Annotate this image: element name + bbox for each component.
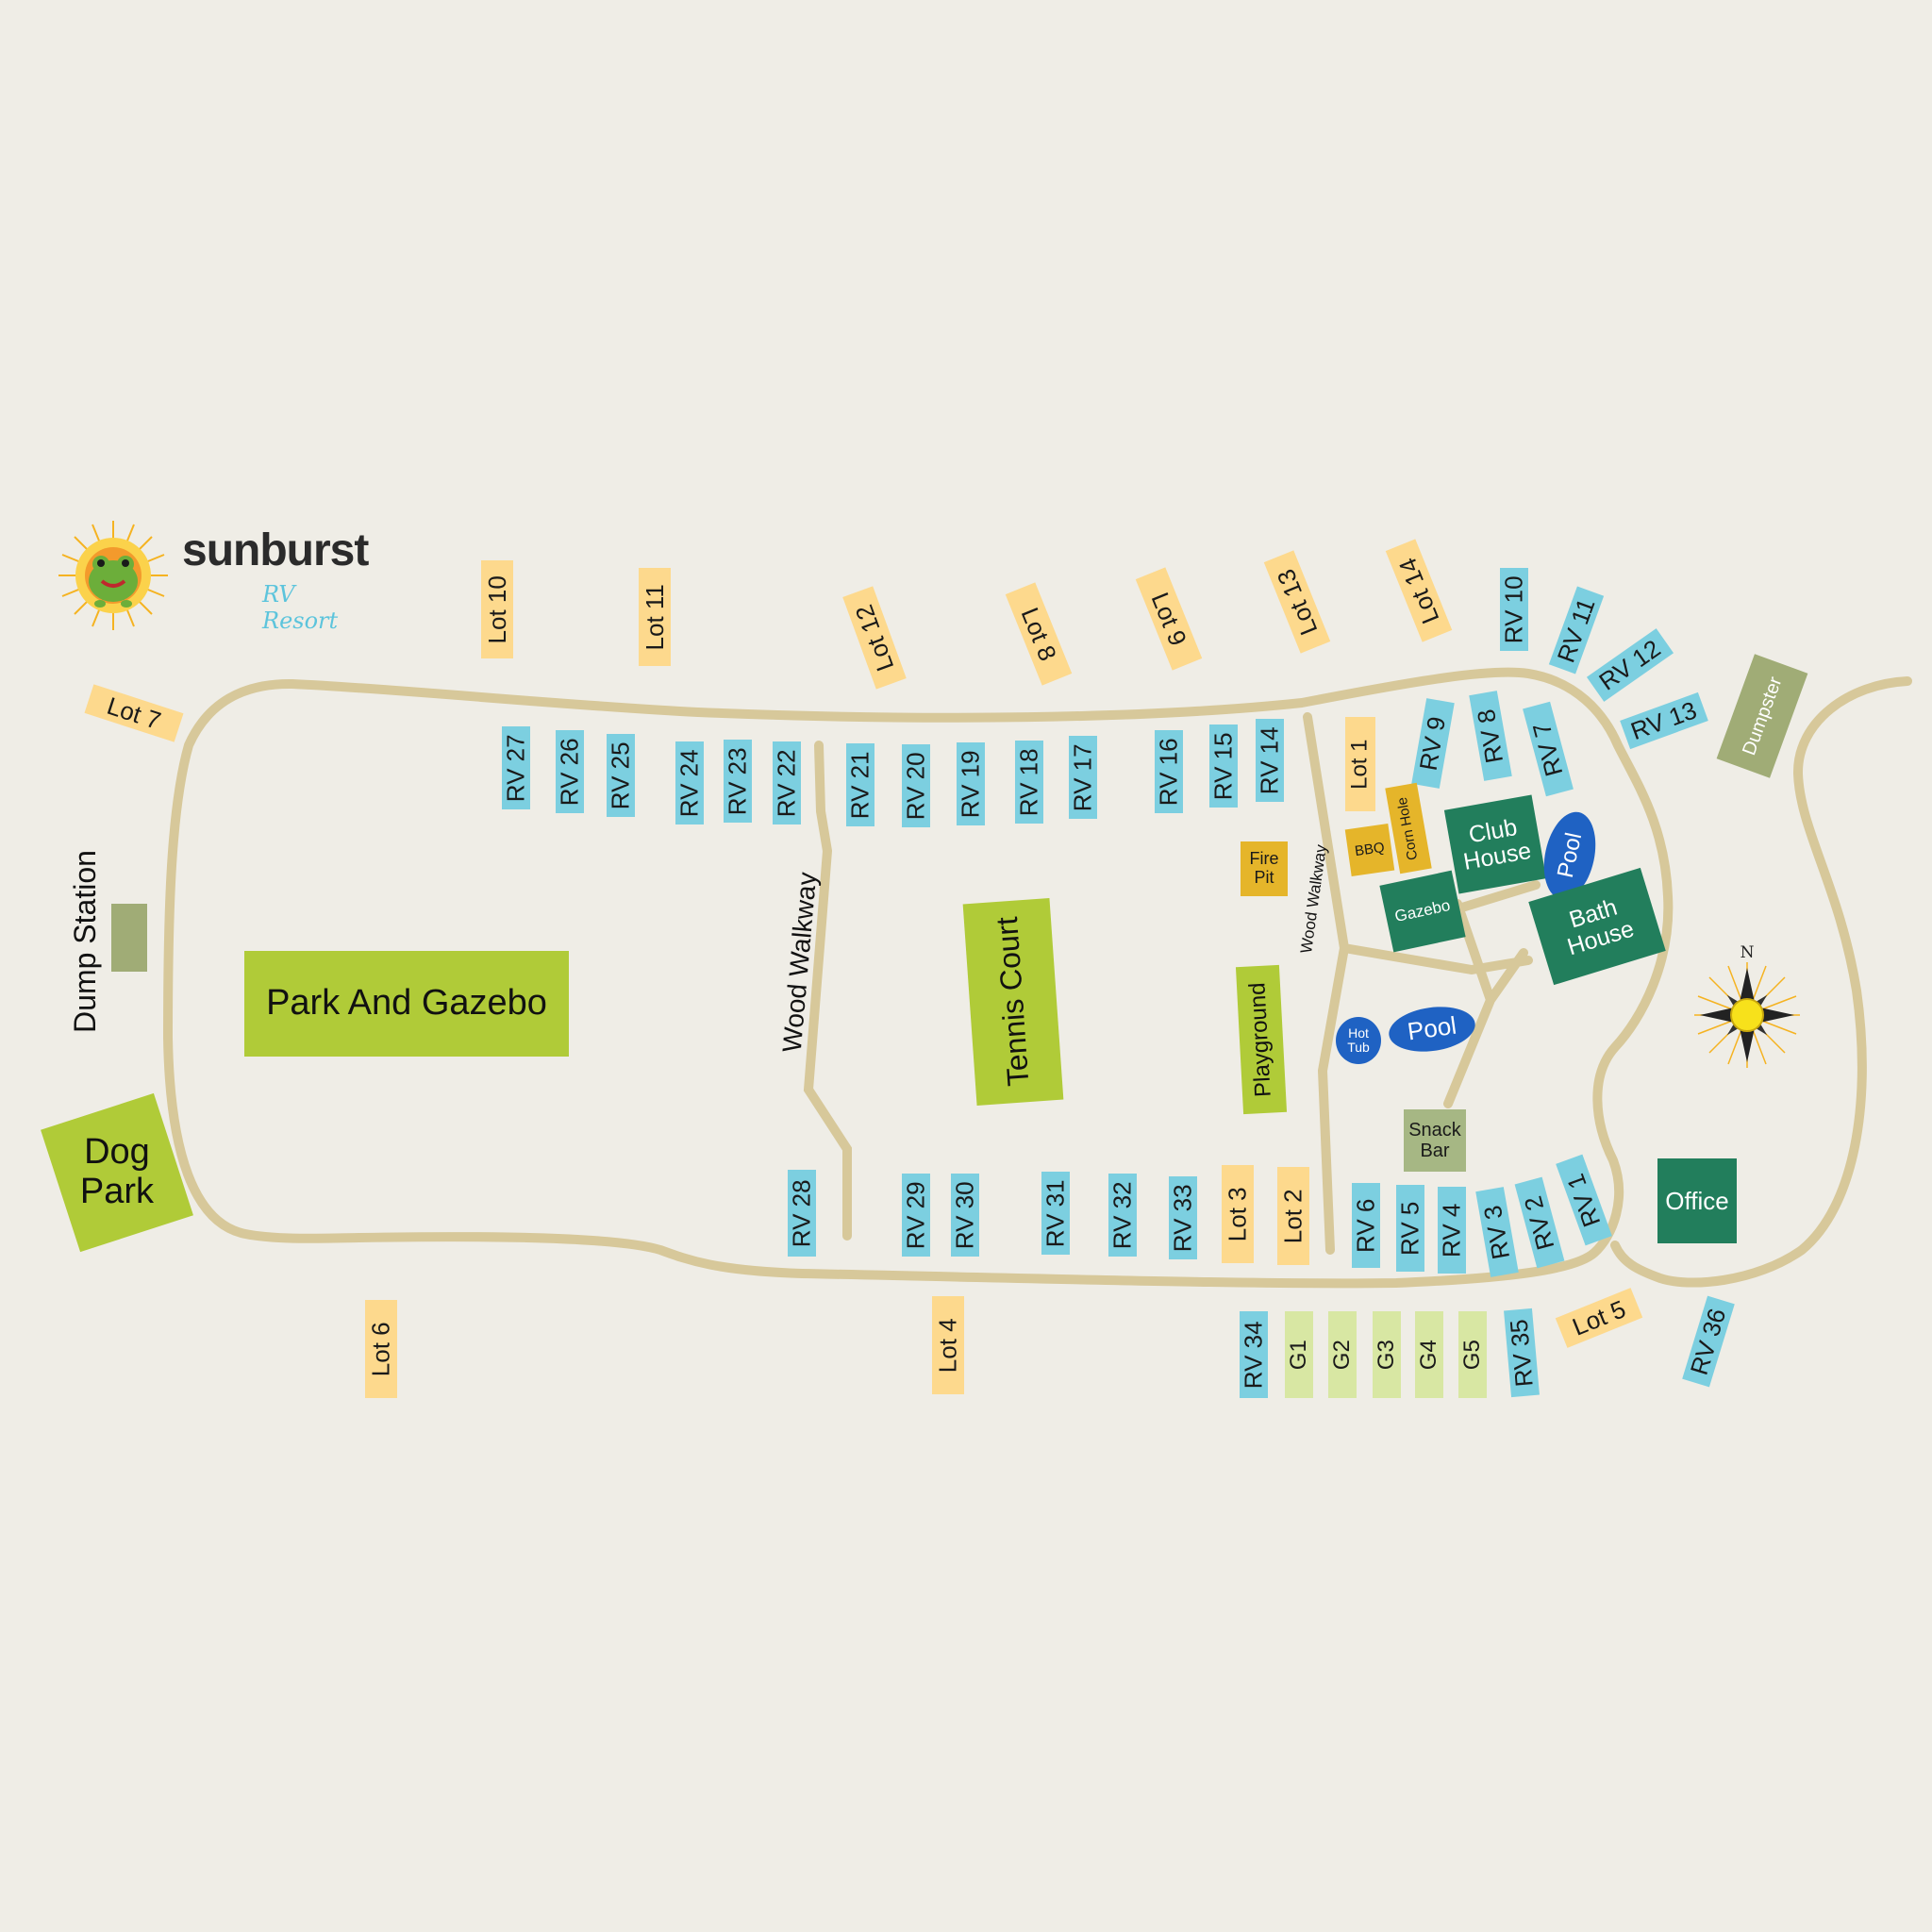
- park-and-gazebo[interactable]: Park And Gazebo: [244, 951, 569, 1057]
- rv-site-23[interactable]: RV 23: [724, 740, 752, 823]
- snack-bar[interactable]: Snack Bar: [1404, 1109, 1466, 1172]
- rv-site-25[interactable]: RV 25: [607, 734, 635, 817]
- walkway-branches: [1340, 880, 1541, 1108]
- rv-site-14[interactable]: RV 14: [1256, 719, 1284, 802]
- club-house[interactable]: Club House: [1443, 794, 1547, 894]
- group-site-g4[interactable]: G4: [1415, 1311, 1443, 1398]
- office-loop-road: [1610, 676, 1912, 1288]
- rv-site-26[interactable]: RV 26: [556, 730, 584, 813]
- playground[interactable]: Playground: [1235, 964, 1288, 1115]
- rv-site-18[interactable]: RV 18: [1015, 741, 1043, 824]
- lot-2[interactable]: Lot 2: [1277, 1167, 1309, 1265]
- fire-pit[interactable]: Fire Pit: [1241, 841, 1288, 896]
- compass: N: [1689, 943, 1806, 1075]
- rv-site-10[interactable]: RV 10: [1500, 568, 1528, 651]
- rv-site-5[interactable]: RV 5: [1396, 1185, 1424, 1272]
- rv-site-32[interactable]: RV 32: [1108, 1174, 1137, 1257]
- rv-site-16[interactable]: RV 16: [1155, 730, 1183, 813]
- rv-site-21[interactable]: RV 21: [846, 743, 874, 826]
- group-site-g2[interactable]: G2: [1328, 1311, 1357, 1398]
- lot-10[interactable]: Lot 10: [481, 560, 513, 658]
- rv-site-4[interactable]: RV 4: [1438, 1187, 1466, 1274]
- lot-3[interactable]: Lot 3: [1222, 1165, 1254, 1263]
- lot-1[interactable]: Lot 1: [1345, 717, 1375, 811]
- brand-name: sunburst: [182, 525, 369, 575]
- group-site-g3[interactable]: G3: [1373, 1311, 1401, 1398]
- brand-tagline: RV Resort: [262, 581, 339, 634]
- rv-site-17[interactable]: RV 17: [1069, 736, 1097, 819]
- rv-site-28[interactable]: RV 28: [788, 1170, 816, 1257]
- hot-tub[interactable]: Hot Tub: [1336, 1017, 1381, 1064]
- rv-site-33[interactable]: RV 33: [1169, 1176, 1197, 1259]
- frog-sunburst-icon: [58, 521, 168, 630]
- rv-site-31[interactable]: RV 31: [1041, 1172, 1070, 1255]
- group-site-g1[interactable]: G1: [1285, 1311, 1313, 1398]
- bbq[interactable]: BBQ: [1344, 824, 1395, 876]
- tennis-court[interactable]: Tennis Court: [962, 898, 1064, 1106]
- dump-station-label: Dump Station: [67, 850, 102, 1033]
- rv-site-15[interactable]: RV 15: [1209, 724, 1238, 808]
- rv-site-29[interactable]: RV 29: [902, 1174, 930, 1257]
- rv-site-6[interactable]: RV 6: [1352, 1183, 1380, 1268]
- rv-site-19[interactable]: RV 19: [957, 742, 985, 825]
- walkway-west: [803, 741, 852, 1241]
- compass-rose-icon: [1694, 962, 1800, 1068]
- walkway-east: [1303, 712, 1350, 1255]
- rv-site-22[interactable]: RV 22: [773, 741, 801, 824]
- rv-site-30[interactable]: RV 30: [951, 1174, 979, 1257]
- lot-6[interactable]: Lot 6: [365, 1300, 397, 1398]
- sunburst-logo: sunburst RV Resort: [55, 517, 375, 634]
- rv-site-20[interactable]: RV 20: [902, 744, 930, 827]
- dump-station[interactable]: [111, 904, 147, 972]
- compass-north-label: N: [1740, 943, 1755, 962]
- rv-site-27[interactable]: RV 27: [502, 726, 530, 809]
- rv-site-34[interactable]: RV 34: [1240, 1311, 1268, 1398]
- main-loop-road: [163, 667, 1674, 1289]
- rv-site-24[interactable]: RV 24: [675, 741, 704, 824]
- office[interactable]: Office: [1657, 1158, 1737, 1243]
- lot-4[interactable]: Lot 4: [932, 1296, 964, 1394]
- group-site-g5[interactable]: G5: [1458, 1311, 1487, 1398]
- lot-11[interactable]: Lot 11: [639, 568, 671, 666]
